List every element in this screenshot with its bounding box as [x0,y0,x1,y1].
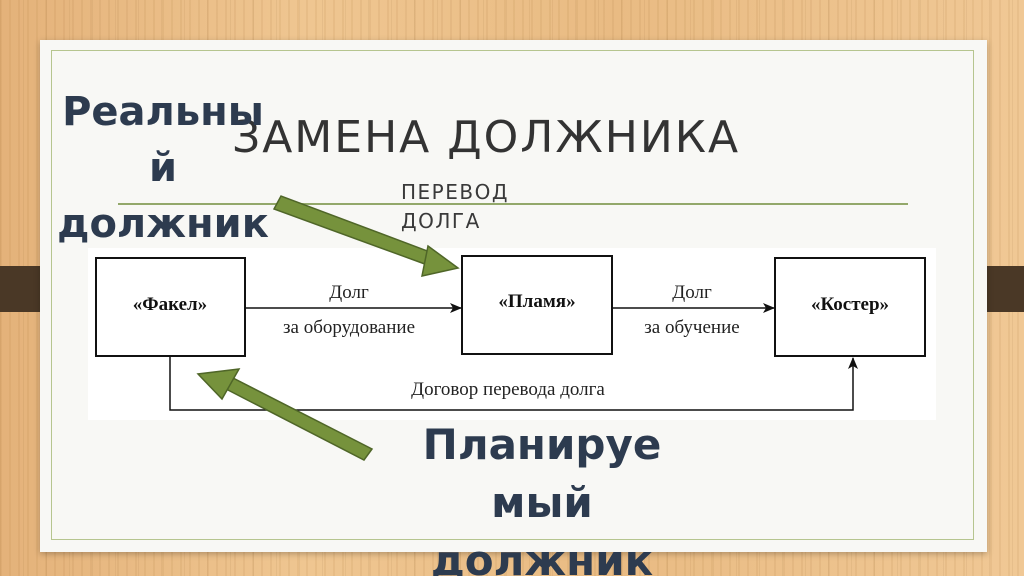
callout-plan-line-3: должник [430,536,654,576]
edge-fakel-plamya-label-1: Долг [329,282,369,303]
node-plamya-label: «Пламя» [498,291,575,312]
node-fakel-label: «Факел» [133,294,207,315]
node-fakel-box [95,257,246,357]
edge-fakel-plamya-label-2: за оборудование [283,317,415,338]
callout-real-debtor: Реальны й должник [38,84,288,252]
node-koster-box [774,257,926,357]
slide-title: ЗАМЕНА ДОЛЖНИКА [232,112,741,163]
arrow-to-fakel [196,368,374,461]
slide-subtitle: ПЕРЕВОД ДОЛГА [401,178,551,236]
edge-transfer-label: Договор перевода долга [411,379,605,400]
callout-plan-line-1: Планируе [422,420,662,469]
callout-real-line-3: должник [57,201,269,247]
arrow-to-plamya [272,195,460,277]
callout-real-line-1: Реальны [62,89,264,135]
slide-inner-frame [51,50,974,540]
edge-plamya-koster-label-1: Долг [672,282,712,303]
node-plamya-box [461,255,613,355]
callout-plan-line-2: мый [491,478,593,527]
edge-plamya-koster-label-2: за обучение [644,317,739,338]
callout-real-line-2: й [148,145,178,191]
edge-transfer [169,356,858,411]
callout-planned-debtor: Планируе мый должник [400,416,684,576]
title-rule [118,203,908,205]
node-koster-label: «Костер» [811,294,889,315]
subtitle-line-2: ДОЛГА [401,209,481,233]
subtitle-line-1: ПЕРЕВОД [401,180,509,204]
